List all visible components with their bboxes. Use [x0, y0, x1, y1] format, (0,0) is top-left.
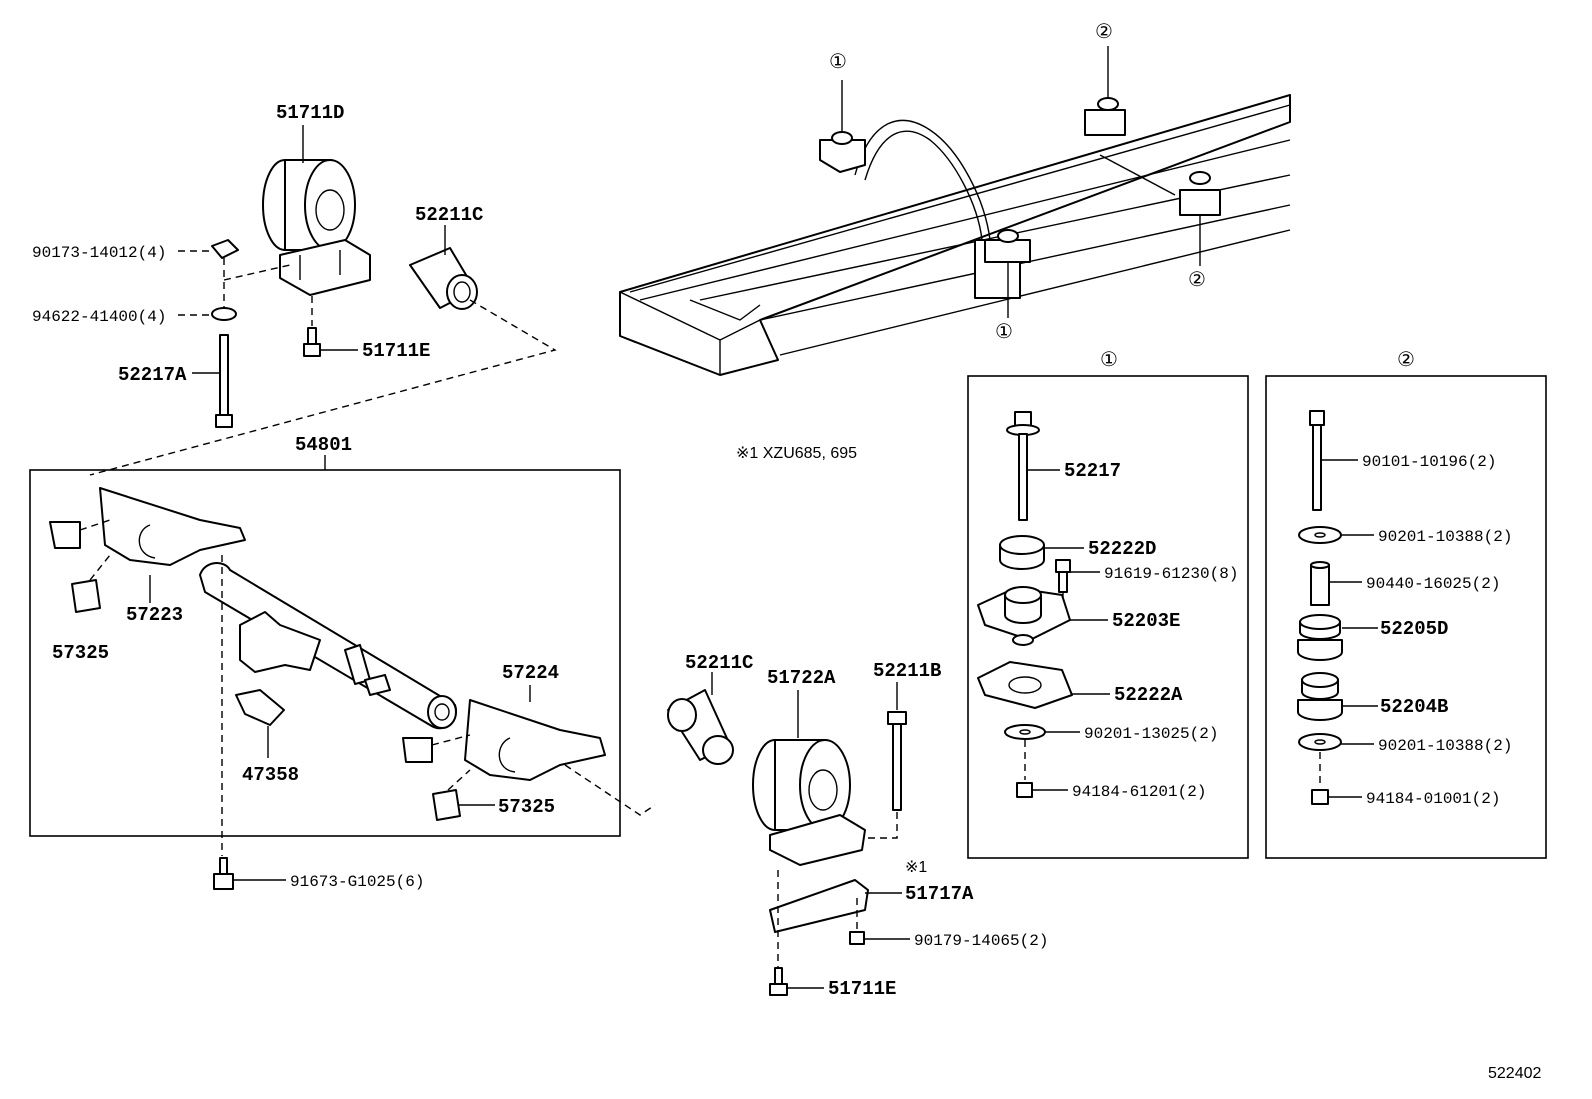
note-mark-51717A: ※1 [905, 859, 927, 876]
bracket-57224 [464, 699, 606, 781]
label-47358: 47358 [242, 764, 299, 786]
g1-cushion-52222A [977, 661, 1073, 709]
g2-label-5: 90201-10388(2) [1378, 737, 1512, 755]
g1-bolt-52217 [1006, 411, 1040, 521]
g1-cushion-52222D [999, 535, 1045, 570]
g2-label-2: 90440-16025(2) [1366, 575, 1500, 593]
label-57223: 57223 [126, 604, 183, 626]
g2-bolt-90101 [1309, 410, 1325, 511]
bushing-52211C-top [409, 247, 478, 310]
g1-bolt-91619 [1055, 559, 1071, 593]
g1-nut-94184 [1016, 782, 1033, 798]
g1-label-6: 94184-61201(2) [1072, 783, 1206, 801]
g2-label-4: 52204B [1380, 696, 1448, 718]
g1-bracket-52203E [977, 586, 1071, 646]
marker-2-bottom: ② [1188, 269, 1206, 291]
bolt-52211B [887, 711, 907, 811]
g1-label-0: 52217 [1064, 460, 1121, 482]
group-1-box [967, 375, 1249, 859]
mount-51711D [262, 159, 371, 296]
bushing-52211C-mid [667, 689, 734, 765]
label-54801: 54801 [295, 434, 352, 456]
clip-right [402, 737, 433, 763]
marker-1-bottom: ① [995, 321, 1013, 343]
g2-label-6: 94184-01001(2) [1366, 790, 1500, 808]
g2-washer-90201-b [1298, 733, 1342, 751]
bolt-91673 [213, 857, 234, 890]
marker-1-top: ① [829, 51, 847, 73]
frame-illustration [619, 46, 1291, 376]
label-51711E-top: 51711E [362, 340, 430, 362]
nut-90173 [211, 239, 239, 259]
frame-mount-a [819, 80, 866, 173]
crossmember-tube [199, 562, 457, 730]
g2-cushion-52205D [1297, 614, 1343, 661]
frame-mount-b [1084, 46, 1126, 136]
g1-washer-90201 [1004, 724, 1046, 740]
g1-label-3: 52203E [1112, 610, 1180, 632]
mount-51722A [752, 739, 866, 866]
g2-label-1: 90201-10388(2) [1378, 528, 1512, 546]
g2-washer-90201-a [1298, 526, 1342, 544]
bolt-51711E-top [303, 327, 321, 357]
label-52211B: 52211B [873, 660, 941, 682]
label-51722A: 51722A [767, 667, 836, 689]
figure-code: 522402 [1488, 1065, 1541, 1082]
g2-cushion-52204B [1297, 672, 1343, 721]
g1-label-5: 90201-13025(2) [1084, 725, 1218, 743]
label-51711D: 51711D [276, 102, 344, 124]
label-90179: 90179-14065(2) [914, 932, 1048, 950]
frame-mount-d [1179, 171, 1221, 266]
label-57325-right: 57325 [498, 796, 555, 818]
label-57325-left: 57325 [52, 642, 109, 664]
g1-label-1: 52222D [1088, 538, 1156, 560]
plate-51717A [769, 879, 869, 933]
g2-label-3: 52205D [1380, 618, 1448, 640]
label-94622: 94622-41400(4) [32, 308, 166, 326]
g2-label-0: 90101-10196(2) [1362, 453, 1496, 471]
label-52217A: 52217A [118, 364, 187, 386]
g2-collar-90440 [1310, 561, 1330, 606]
group-2-header: ② [1397, 349, 1415, 371]
bracket-47358 [235, 689, 285, 726]
bolt-51711E-bottom [769, 967, 788, 996]
bracket-57223 [99, 487, 246, 566]
bolt-52217A [215, 334, 233, 428]
label-90173: 90173-14012(4) [32, 244, 166, 262]
label-91673: 91673-G1025(6) [290, 873, 424, 891]
pad-57325-left [71, 579, 101, 613]
clip-left [49, 521, 81, 549]
label-52211C-top: 52211C [415, 204, 483, 226]
label-57224: 57224 [502, 662, 559, 684]
label-51711E-bottom: 51711E [828, 978, 896, 1000]
washer-94622 [211, 307, 237, 321]
frame-mount-c [984, 229, 1031, 318]
g1-label-2: 91619-61230(8) [1104, 565, 1238, 583]
marker-2-top: ② [1095, 21, 1113, 43]
nut-90179 [849, 931, 865, 945]
g1-label-4: 52222A [1114, 684, 1183, 706]
group-1-header: ① [1100, 349, 1118, 371]
group-2-box [1265, 375, 1547, 859]
label-52211C-mid: 52211C [685, 652, 753, 674]
label-51717A: 51717A [905, 883, 974, 905]
pad-57325-right [432, 789, 461, 821]
model-note: ※1 XZU685, 695 [736, 445, 857, 462]
g2-nut-94184 [1311, 789, 1329, 805]
